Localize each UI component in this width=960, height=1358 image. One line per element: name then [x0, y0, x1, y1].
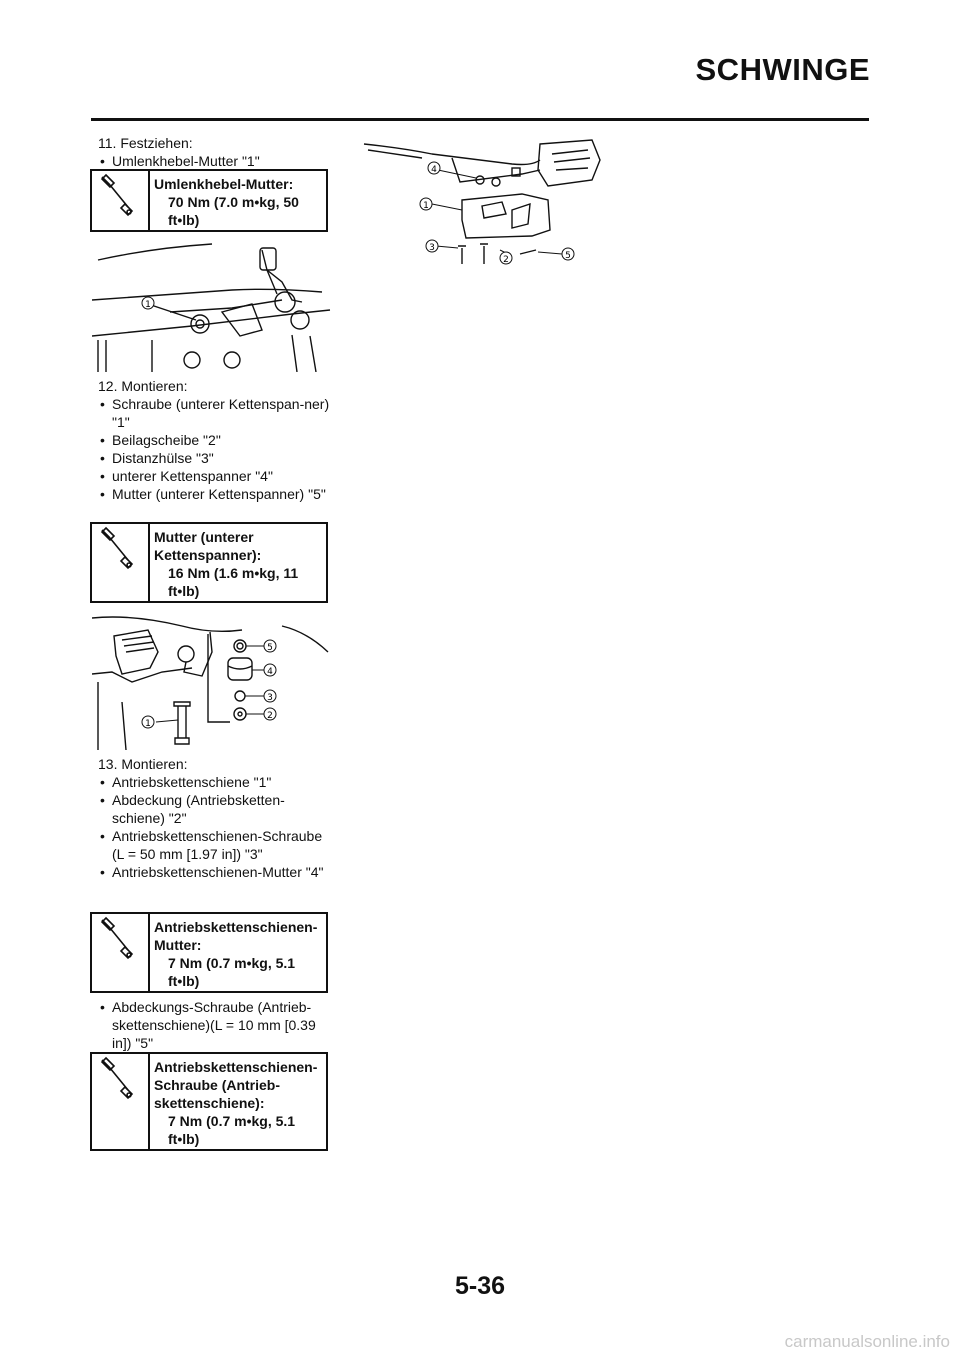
step-13-heading: 13. Montieren: — [98, 756, 188, 772]
torque-label-1: Umlenkhebel-Mutter: — [154, 176, 294, 192]
list-item: Distanzhülse "3" — [100, 449, 336, 467]
figure-chain-tensioner: 5 4 3 2 1 — [92, 616, 329, 750]
torque-label-3: Antriebskettenschienen-Mutter: — [154, 919, 318, 953]
page-number: 5-36 — [454, 1272, 506, 1300]
list-item: Schraube (unterer Kettenspan-ner) "1" — [100, 395, 336, 431]
list-item: Antriebskettenschiene "1" — [100, 773, 336, 791]
torque-box-3: Antriebskettenschienen-Mutter:7 Nm (0.7 … — [90, 912, 328, 993]
list-item: unterer Kettenspanner "4" — [100, 467, 336, 485]
torque-value-2: 16 Nm (1.6 m•kg, 11 ft•lb) — [168, 565, 299, 599]
torque-wrench-icon — [92, 171, 150, 230]
list-item: Antriebskettenschienen-Schraube (L = 50 … — [100, 827, 336, 863]
callout-3: 3 — [267, 693, 273, 703]
callout-2: 2 — [503, 255, 509, 265]
callout-4: 4 — [431, 165, 437, 175]
list-item: Beilagscheibe "2" — [100, 431, 336, 449]
callout-4: 4 — [267, 667, 273, 677]
step-11-heading: 11. Festziehen: — [98, 135, 193, 151]
torque-value-4: 7 Nm (0.7 m•kg, 5.1 ft•lb) — [168, 1113, 296, 1147]
callout-1: 1 — [423, 201, 429, 211]
step-13-bullets-after: Abdeckungs-Schraube (Antrieb-skettenschi… — [100, 998, 336, 1052]
step-11-bullets: Umlenkhebel-Mutter "1" — [100, 152, 336, 170]
callout-5: 5 — [565, 251, 571, 261]
torque-box-4: Antriebskettenschienen-Schraube (Antrieb… — [90, 1052, 328, 1151]
page-title: SCHWINGE — [695, 52, 870, 87]
callout-5: 5 — [267, 643, 273, 653]
torque-wrench-icon — [92, 1054, 150, 1149]
list-item: Abdeckungs-Schraube (Antrieb-skettenschi… — [100, 998, 336, 1052]
torque-label-4: Antriebskettenschienen-Schraube (Antrieb… — [154, 1059, 318, 1111]
list-item: Abdeckung (Antriebsketten-schiene) "2" — [100, 791, 336, 827]
list-item: Mutter (unterer Kettenspanner) "5" — [100, 485, 336, 503]
callout-2: 2 — [267, 711, 273, 721]
step-13-bullets: Antriebskettenschiene "1" Abdeckung (Ant… — [100, 773, 336, 881]
torque-box-2: Mutter (unterer Kettenspanner):16 Nm (1.… — [90, 522, 328, 603]
callout-3: 3 — [429, 243, 435, 253]
step-12-bullets: Schraube (unterer Kettenspan-ner) "1" Be… — [100, 395, 336, 503]
callout-1: 1 — [145, 719, 151, 729]
list-item: Antriebskettenschienen-Mutter "4" — [100, 863, 336, 881]
list-item: Umlenkhebel-Mutter "1" — [100, 152, 336, 170]
top-rule — [91, 118, 869, 121]
torque-box-1: Umlenkhebel-Mutter: 70 Nm (7.0 m•kg, 50 f… — [90, 169, 328, 232]
torque-wrench-icon — [92, 524, 150, 601]
step-12-heading: 12. Montieren: — [98, 378, 188, 394]
torque-wrench-icon — [92, 914, 150, 991]
torque-label-2: Mutter (unterer Kettenspanner): — [154, 529, 262, 563]
figure-swingarm-linkage: 1 — [92, 243, 331, 372]
callout-1: 1 — [145, 300, 151, 310]
watermark: carmanualsonline.info — [784, 1332, 950, 1351]
torque-value-1: 70 Nm (7.0 m•kg, 50 ft•lb) — [168, 194, 299, 228]
torque-value-3: 7 Nm (0.7 m•kg, 5.1 ft•lb) — [168, 955, 296, 989]
figure-chain-guide: 4 1 3 2 5 — [363, 139, 601, 265]
